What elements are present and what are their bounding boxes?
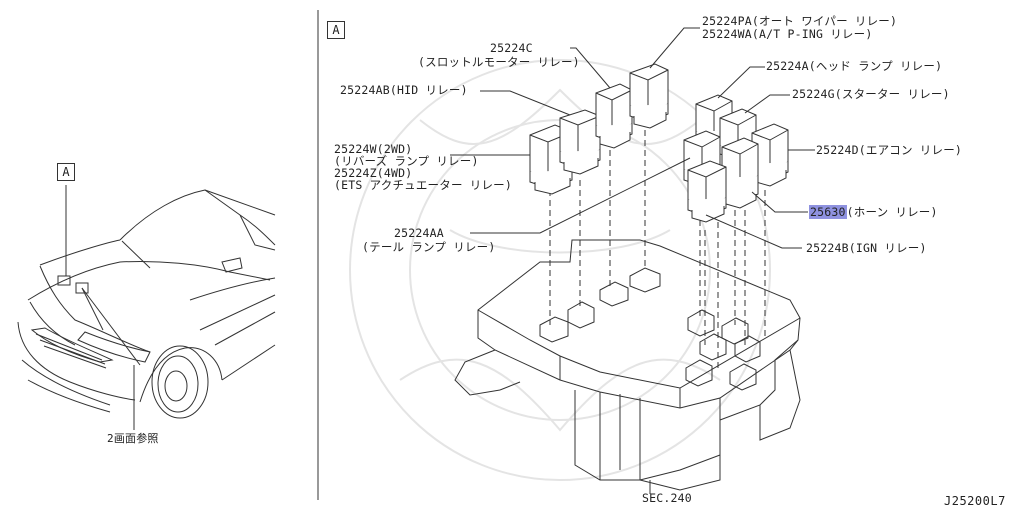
relay-25224w — [529, 124, 573, 195]
relay-25224b — [687, 160, 727, 223]
overview-callout-label: A — [57, 163, 75, 181]
part-label-25224pa-1: 25224PA(オート ワイパー リレー) — [702, 14, 898, 28]
part-label-25224aa-1: 25224AA — [394, 226, 444, 240]
section-reference: SEC.240 — [642, 491, 692, 505]
relay-25224d — [751, 123, 789, 187]
watermark-emblem — [349, 59, 771, 481]
part-label-25630-desc: (ホーン リレー) — [846, 205, 938, 219]
part-label-25224c-2: (スロットルモーター リレー) — [418, 55, 580, 69]
part-label-25224w-3: 25224Z(4WD) — [334, 166, 413, 180]
relay-25224c — [595, 83, 633, 149]
part-label-25224a: 25224A(ヘッド ランプ リレー) — [766, 59, 943, 73]
part-label-25224d: 25224D(エアコン リレー) — [816, 143, 963, 157]
part-label-25630: 25630(ホーン リレー) — [809, 205, 938, 219]
part-label-25224g: 25224G(スターター リレー) — [792, 87, 950, 101]
part-label-25224b: 25224B(IGN リレー) — [806, 241, 927, 255]
see-page-note: 2画面参照 — [107, 432, 159, 445]
part-label-25224w-2: (リバーズ ランプ リレー) — [334, 154, 479, 168]
part-label-25224aa-2: (テール ランプ リレー) — [362, 240, 496, 254]
part-label-25224w-4: (ETS アクチュエーター リレー) — [334, 178, 512, 192]
part-label-25224w-1: 25224W(2WD) — [334, 142, 413, 156]
part-label-25224c-1: 25224C — [490, 41, 533, 55]
highlighted-part-number[interactable]: 25630 — [809, 205, 847, 219]
drawing-code: J25200L7 — [944, 494, 1006, 508]
relay-25224ab — [559, 109, 601, 175]
part-label-25224ab: 25224AB(HID リレー) — [340, 83, 468, 97]
relay-25630 — [721, 137, 759, 209]
part-label-25224pa-2: 25224WA(A/T P-ING リレー) — [702, 27, 873, 41]
detail-callout-label: A — [327, 21, 345, 39]
relay-25224pa — [629, 63, 669, 129]
